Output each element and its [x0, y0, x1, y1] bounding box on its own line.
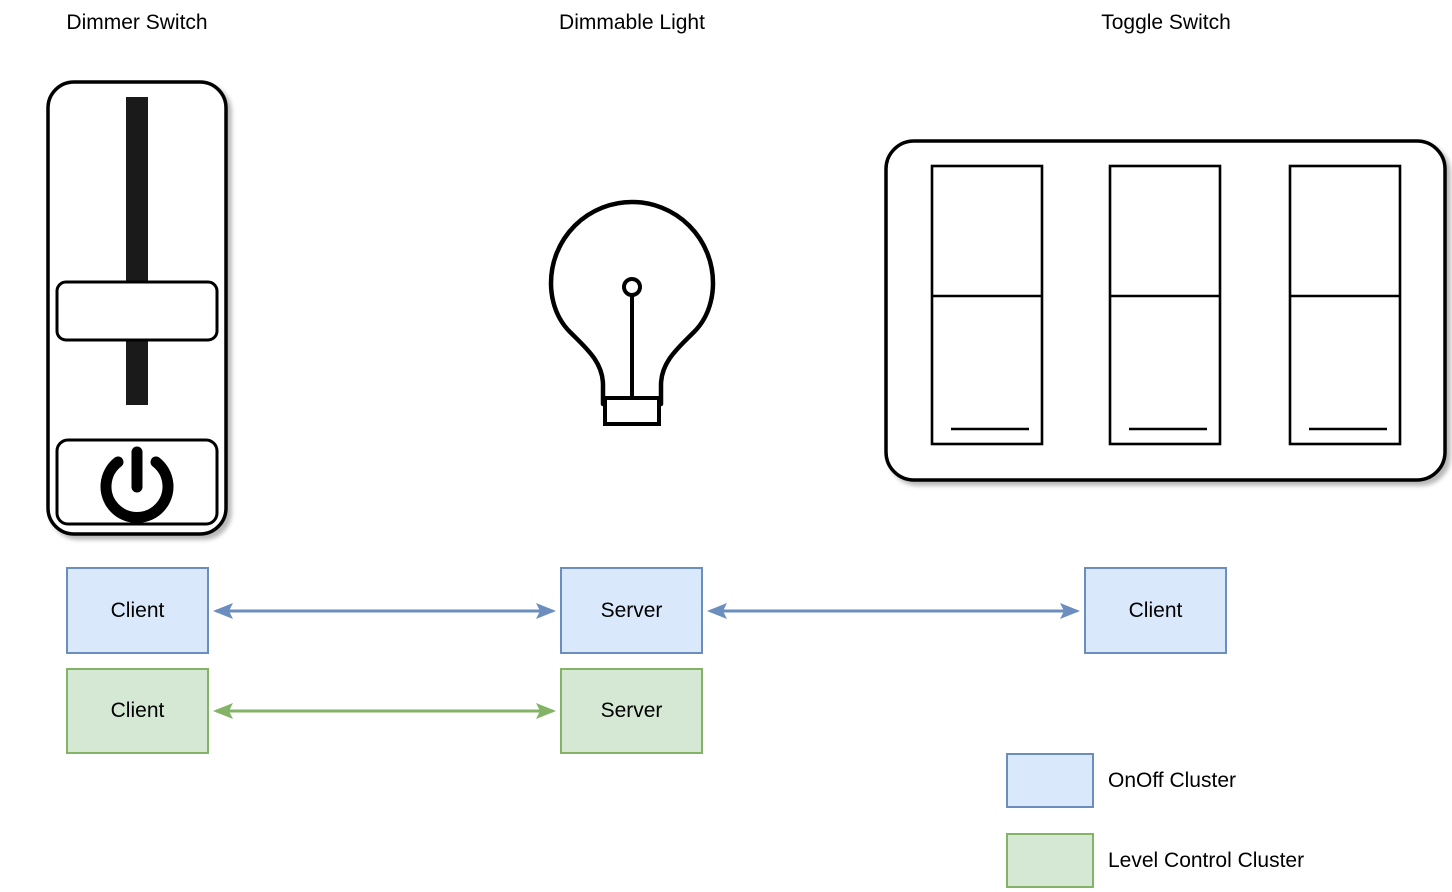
connection-light-to-toggle-onoff [707, 603, 1080, 619]
dimmer-switch-illustration [46, 80, 228, 536]
toggle-rocker-2-body[interactable] [1108, 164, 1222, 446]
connection-dimmer-to-light-level [213, 703, 556, 719]
cluster-box-light-onoff-server[interactable]: Server [560, 567, 703, 654]
legend-swatch-onoff-cluster [1006, 753, 1094, 808]
legend-swatch-level-control-cluster [1006, 833, 1094, 888]
connection-dimmer-to-light-onoff [213, 603, 556, 619]
toggle-rocker-3-body[interactable] [1288, 164, 1402, 446]
toggle-rocker-2[interactable] [1108, 164, 1222, 446]
light-bulb-illustration [548, 199, 716, 426]
column-title-dimmer-switch: Dimmer Switch [66, 11, 208, 34]
power-icon [100, 446, 174, 523]
column-title-toggle-switch: Toggle Switch [1101, 11, 1231, 34]
toggle-rocker-1[interactable] [930, 164, 1044, 446]
legend-label-onoff-cluster: OnOff Cluster [1108, 769, 1236, 792]
toggle-rocker-3[interactable] [1288, 164, 1402, 446]
slider-handle[interactable] [55, 280, 219, 342]
cluster-box-light-level-server[interactable]: Server [560, 668, 703, 754]
column-title-dimmable-light: Dimmable Light [559, 11, 705, 34]
legend-label-level-control-cluster: Level Control Cluster [1108, 849, 1305, 872]
cluster-box-dimmer-level-client[interactable]: Client [66, 668, 209, 754]
toggle-switch-illustration [884, 139, 1447, 482]
cluster-box-dimmer-onoff-client[interactable]: Client [66, 567, 209, 654]
toggle-rocker-1-body[interactable] [930, 164, 1044, 446]
bulb-base [603, 396, 661, 426]
cluster-box-toggle-onoff-client[interactable]: Client [1084, 567, 1227, 654]
bulb-filament-loop [622, 277, 642, 297]
